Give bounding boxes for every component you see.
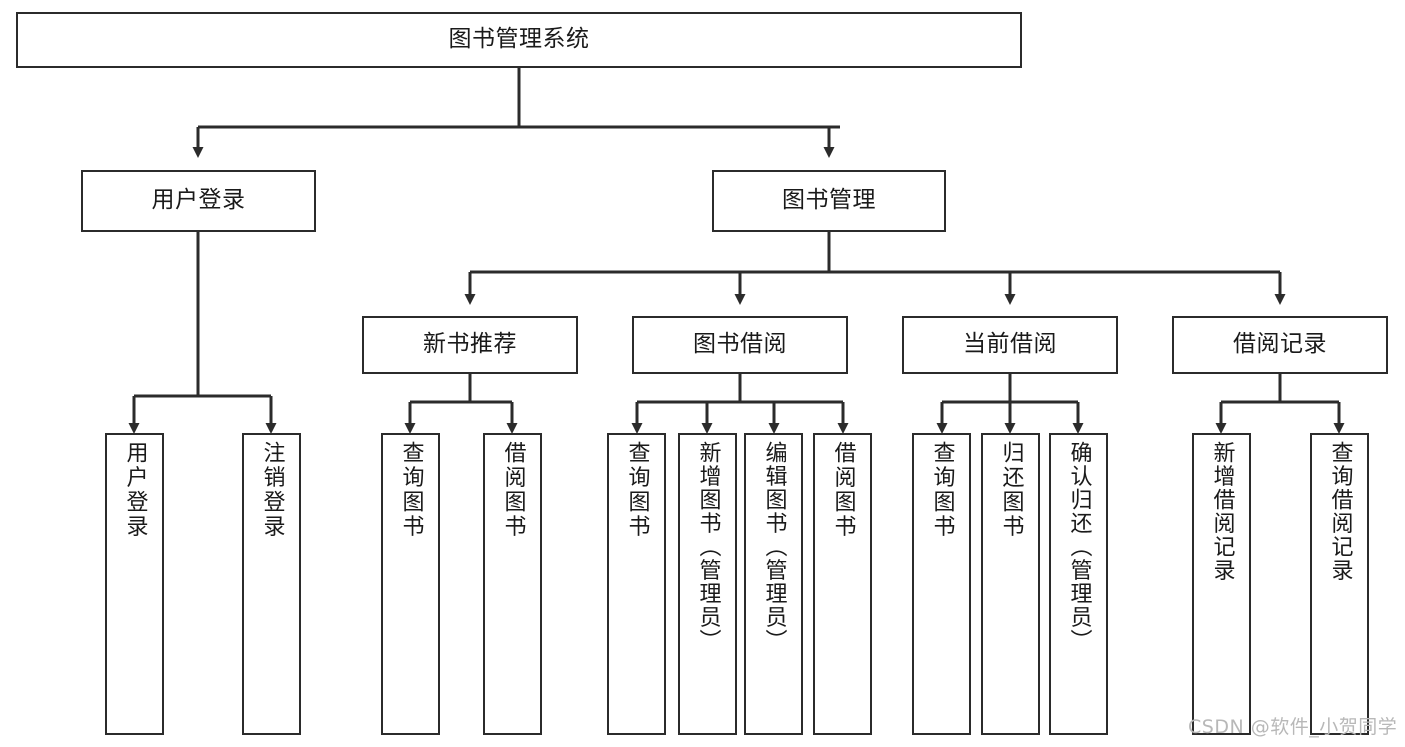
leaf-book-borrow-3-label: 编辑图书（管理员） [761, 441, 787, 653]
node-new-book-recommend-label: 新书推荐 [423, 331, 517, 358]
node-user-login-label: 用户登录 [151, 187, 246, 214]
node-current-borrow-label: 当前借阅 [963, 331, 1057, 358]
leaf-current-borrow-3-label: 确认归还（管理员） [1066, 441, 1092, 653]
leaf-current-borrow-2-label: 归还图书 [998, 441, 1024, 539]
leaf-new-book-2[interactable]: 借阅图书 [483, 433, 542, 735]
node-book-manage-label: 图书管理 [782, 187, 876, 214]
leaf-user-login-1[interactable]: 用户登录 [105, 433, 164, 735]
leaf-new-book-1[interactable]: 查询图书 [381, 433, 440, 735]
leaf-book-borrow-4[interactable]: 借阅图书 [813, 433, 872, 735]
leaf-user-login-1-label: 用户登录 [122, 441, 148, 539]
leaf-new-book-2-label: 借阅图书 [500, 441, 526, 539]
node-root[interactable]: 图书管理系统 [16, 12, 1022, 68]
node-user-login[interactable]: 用户登录 [81, 170, 316, 232]
leaf-current-borrow-3[interactable]: 确认归还（管理员） [1049, 433, 1108, 735]
leaf-borrow-record-2-label: 查询借阅记录 [1327, 441, 1353, 582]
leaf-user-login-2[interactable]: 注销登录 [242, 433, 301, 735]
leaf-borrow-record-1-label: 新增借阅记录 [1209, 441, 1235, 582]
node-borrow-record-label: 借阅记录 [1233, 331, 1327, 358]
leaf-book-borrow-4-label: 借阅图书 [830, 441, 856, 539]
node-book-borrow-label: 图书借阅 [693, 331, 787, 358]
leaf-book-borrow-1-label: 查询图书 [624, 441, 650, 539]
node-borrow-record[interactable]: 借阅记录 [1172, 316, 1388, 374]
leaf-book-borrow-1[interactable]: 查询图书 [607, 433, 666, 735]
node-book-manage[interactable]: 图书管理 [712, 170, 946, 232]
node-root-label: 图书管理系统 [448, 26, 590, 53]
leaf-book-borrow-3[interactable]: 编辑图书（管理员） [744, 433, 803, 735]
leaf-new-book-1-label: 查询图书 [398, 441, 424, 539]
leaf-current-borrow-2[interactable]: 归还图书 [981, 433, 1040, 735]
node-current-borrow[interactable]: 当前借阅 [902, 316, 1118, 374]
node-new-book-recommend[interactable]: 新书推荐 [362, 316, 578, 374]
leaf-book-borrow-2[interactable]: 新增图书（管理员） [678, 433, 737, 735]
leaf-borrow-record-1[interactable]: 新增借阅记录 [1192, 433, 1251, 735]
leaf-current-borrow-1-label: 查询图书 [929, 441, 955, 539]
node-book-borrow[interactable]: 图书借阅 [632, 316, 848, 374]
leaf-book-borrow-2-label: 新增图书（管理员） [695, 441, 721, 653]
leaf-current-borrow-1[interactable]: 查询图书 [912, 433, 971, 735]
leaf-borrow-record-2[interactable]: 查询借阅记录 [1310, 433, 1369, 735]
leaf-user-login-2-label: 注销登录 [259, 441, 285, 539]
